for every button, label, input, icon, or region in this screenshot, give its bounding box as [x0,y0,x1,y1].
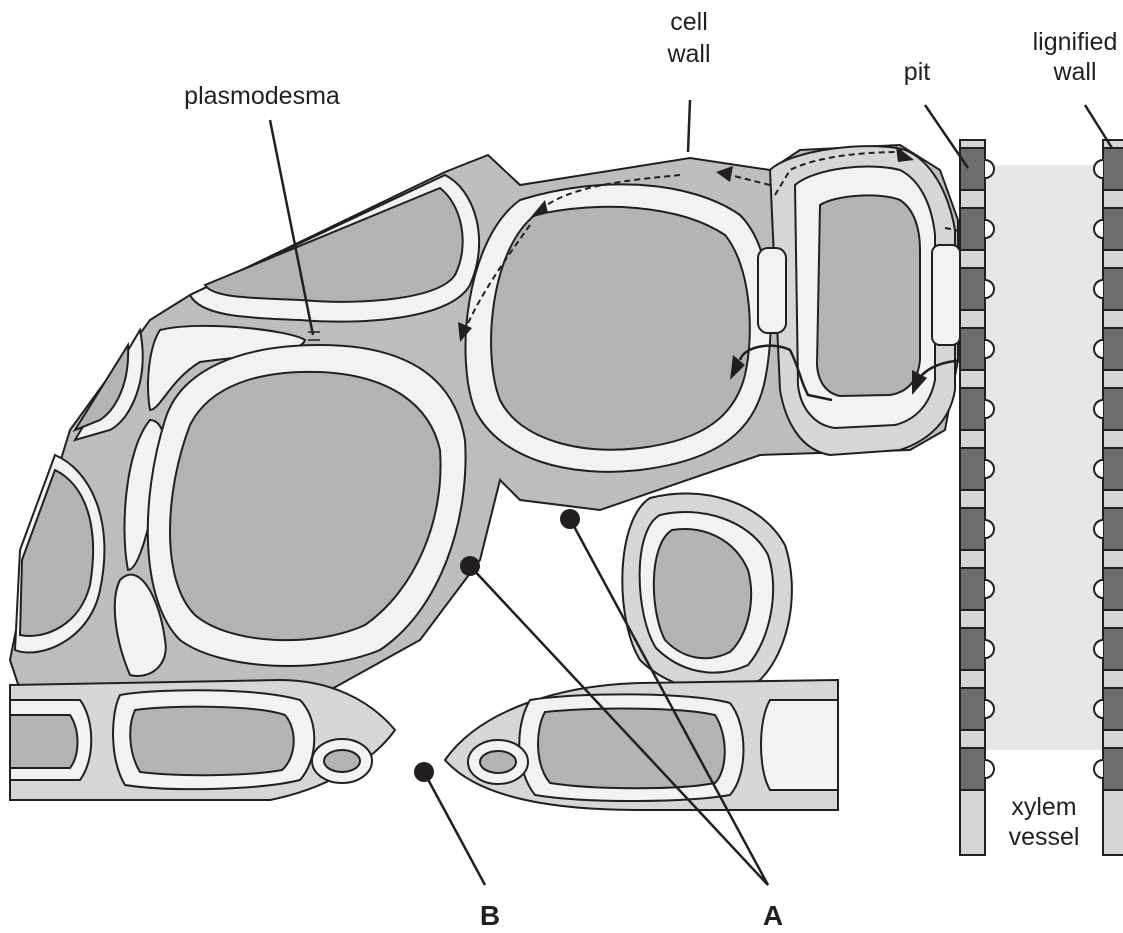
left-bordered-pit [985,280,994,298]
xylem-vessel-label-line1: xylem [1011,793,1076,821]
left-bordered-pit [985,700,994,718]
left-bordered-pit [985,160,994,178]
left-bordered-pit [985,520,994,538]
pit-pointer [925,105,968,168]
right-lignin-band [1103,628,1123,670]
right-bordered-pit [1094,700,1103,718]
right-bordered-pit [1094,640,1103,658]
left-lignin-band [960,508,985,550]
right-lignin-band [1103,448,1123,490]
right-lignin-band [1103,388,1123,430]
label-a: A [763,900,783,931]
left-lignin-band [960,688,985,730]
left-bordered-pit [985,640,994,658]
label-b: B [480,900,500,931]
left-lignin-band [960,388,985,430]
left-lignin-band [960,268,985,310]
right-bordered-pit [1094,520,1103,538]
endodermis-cell [758,146,960,455]
right-lignin-band [1103,208,1123,250]
right-bordered-pit [1094,280,1103,298]
right-cortex-cell [465,184,770,471]
right-lignin-band [1103,328,1123,370]
lignified-wall-pointer [1085,105,1112,148]
pit-label: pit [904,58,930,86]
lignified-wall-label-line2: wall [1052,58,1096,86]
cell-wall-label-line2: wall [666,40,710,68]
right-lignin-band [1103,148,1123,190]
right-lignin-band [1103,748,1123,790]
right-lignin-band [1103,688,1123,730]
left-lignin-band [960,328,985,370]
right-bordered-pit [1094,220,1103,238]
cell-wall-label-line1: cell [670,8,708,36]
left-bordered-pit [985,220,994,238]
xylem-vessel-label-line2: vessel [1009,823,1080,851]
right-lignin-band [1103,568,1123,610]
left-bordered-pit [985,460,994,478]
bottom-left-cell [10,680,395,800]
right-bordered-pit [1094,400,1103,418]
right-bordered-pit [1094,460,1103,478]
right-bordered-pit [1094,340,1103,358]
right-lignin-band [1103,508,1123,550]
left-lignin-band [960,448,985,490]
bottom-right-cell [445,680,838,810]
right-lignin-band [1103,268,1123,310]
right-bordered-pit [1094,580,1103,598]
cell-wall-pointer [688,100,690,152]
left-lignin-band [960,148,985,190]
xylem-vessel [960,140,1123,855]
plasmodesma-label: plasmodesma [184,82,340,110]
left-lignin-band [960,568,985,610]
left-bordered-pit [985,340,994,358]
left-lignin-band [960,748,985,790]
left-lignin-band [960,208,985,250]
left-bordered-pit [985,760,994,778]
left-bordered-pit [985,580,994,598]
right-bordered-pit [1094,160,1103,178]
vessel-lumen [985,165,1103,750]
left-bordered-pit [985,400,994,418]
pointer-b-line [424,772,485,885]
lignified-wall-label-line1: lignified [1033,28,1118,56]
right-bordered-pit [1094,760,1103,778]
left-lignin-band [960,628,985,670]
